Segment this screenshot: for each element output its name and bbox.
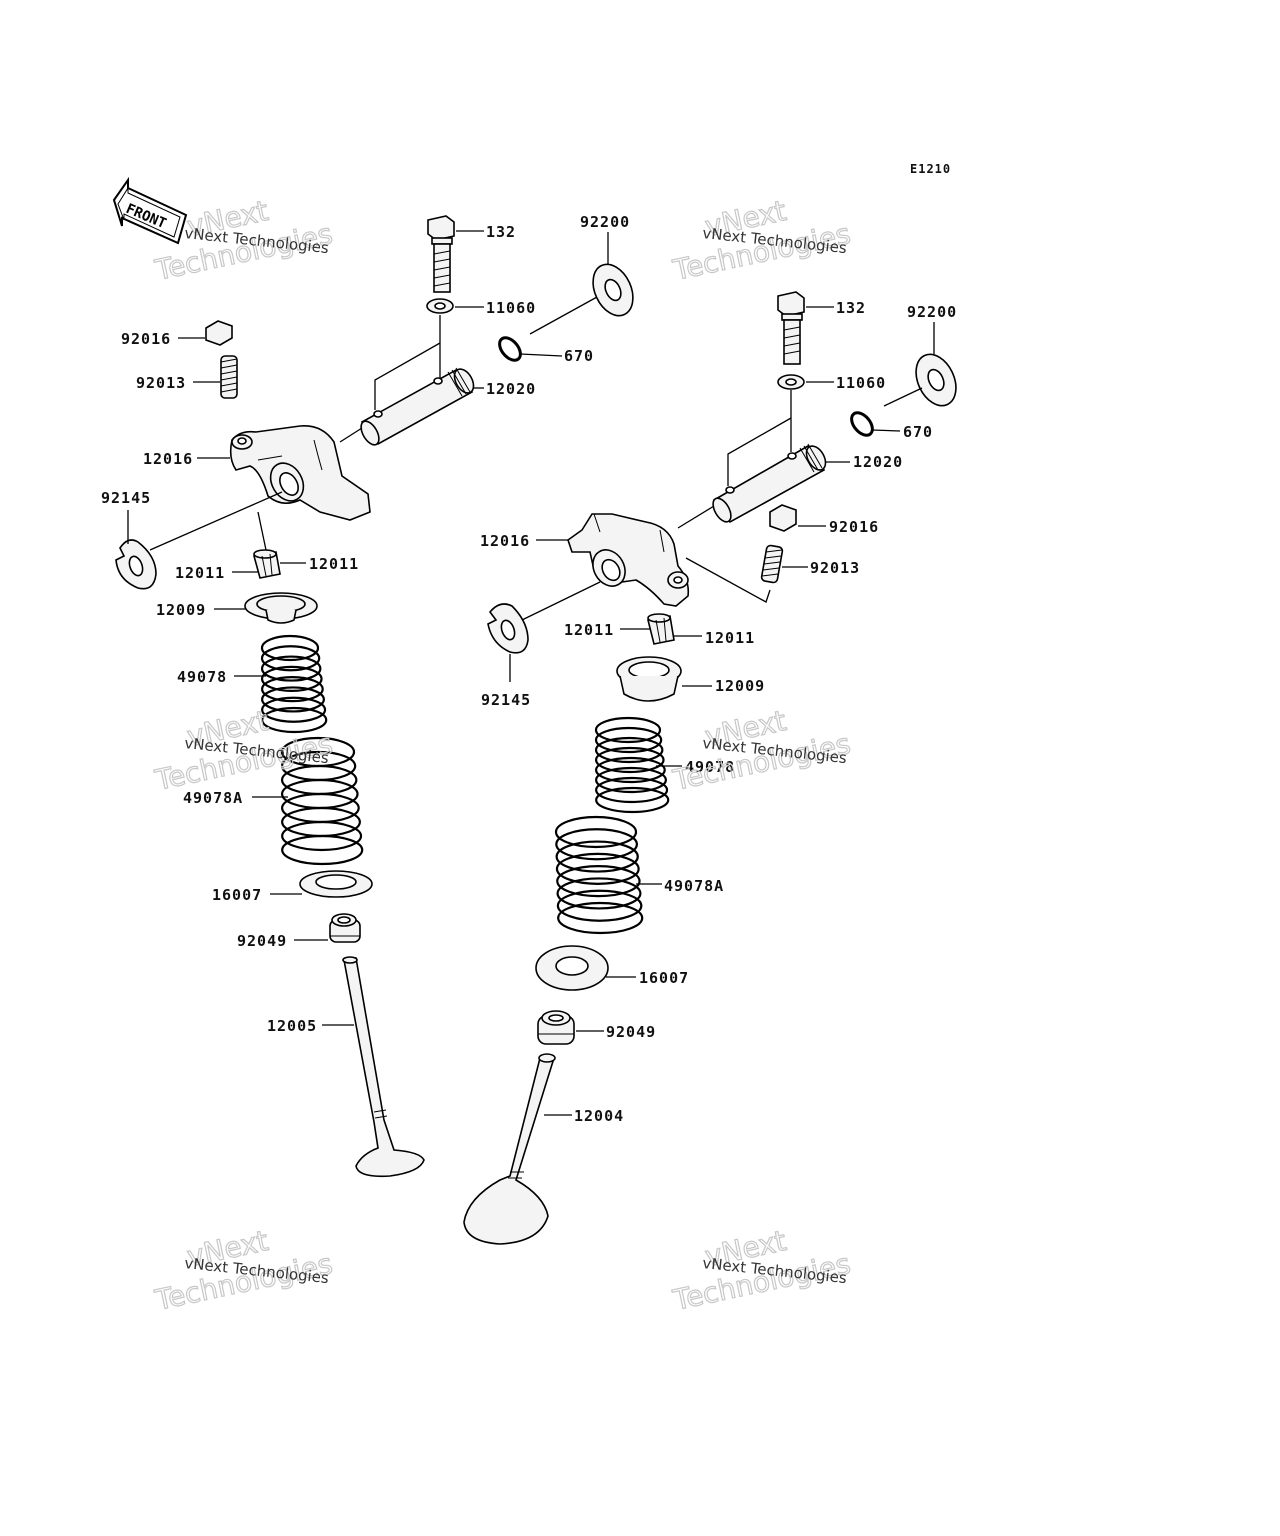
left-outer-spring-49078A [280, 736, 364, 866]
label-left-keeper-b: 12011 [309, 555, 359, 573]
label-right-retainer: 12009 [715, 677, 765, 695]
label-left-bolt: 132 [486, 223, 516, 241]
right-spring-seat-16007 [535, 945, 609, 991]
left-spring-seat-16007 [299, 870, 373, 898]
left-o-ring-670 [498, 336, 522, 362]
left-rocker-arm-12016 [229, 425, 371, 521]
right-adjuster-92013 [760, 544, 784, 584]
label-right-shaft-washer: 92200 [907, 303, 957, 321]
left-keepers-12011 [252, 549, 281, 579]
label-left-outer-spring: 49078A [183, 789, 243, 807]
label-right-rocker-arm: 12016 [480, 532, 530, 550]
label-right-spring-seat: 16007 [639, 969, 689, 987]
label-right-valve: 12004 [574, 1107, 624, 1125]
left-rocker-shaft-12020 [360, 367, 475, 446]
right-valve-seal-92049 [537, 1010, 575, 1045]
left-retainer-12009 [244, 592, 318, 624]
right-rocker-arm-12016 [567, 513, 690, 607]
label-left-rocker-arm: 12016 [143, 450, 193, 468]
right-retainer-12009 [616, 656, 682, 702]
label-right-washer: 11060 [836, 374, 886, 392]
left-part-labels: 132 11060 92200 670 12020 92016 92013 12… [101, 213, 630, 1035]
label-left-shaft: 12020 [486, 380, 536, 398]
right-o-ring-670 [850, 411, 874, 437]
left-nut-92016 [205, 320, 233, 346]
left-inner-spring-49078 [260, 634, 328, 734]
label-left-retainer: 12009 [156, 601, 206, 619]
right-inner-spring-49078 [594, 716, 670, 814]
right-part-labels: 132 11060 92200 670 12020 92016 92013 12… [480, 299, 957, 1125]
label-right-adjuster: 92013 [810, 559, 860, 577]
label-right-keeper-b: 12011 [705, 629, 755, 647]
right-rocker-shaft-12020 [712, 443, 827, 524]
label-left-shaft-washer: 92200 [580, 213, 630, 231]
label-right-valve-seal: 92049 [606, 1023, 656, 1041]
label-left-washer: 11060 [486, 299, 536, 317]
label-right-spacer: 92145 [481, 691, 531, 709]
label-left-adjuster: 92013 [136, 374, 186, 392]
left-adjuster-92013 [220, 355, 238, 399]
label-left-o-ring: 670 [564, 347, 594, 365]
label-right-nut: 92016 [829, 518, 879, 536]
right-valve-12004 [463, 1053, 556, 1245]
front-arrow-icon: FRONT [112, 176, 188, 245]
right-keepers-12011 [647, 613, 675, 645]
label-left-nut: 92016 [121, 330, 171, 348]
left-spacer-92145 [115, 539, 157, 590]
label-left-valve: 12005 [267, 1017, 317, 1035]
label-right-inner-spring: 49078 [685, 758, 735, 776]
right-nut-92016 [769, 504, 797, 532]
right-spacer-92145 [487, 603, 529, 654]
label-right-o-ring: 670 [903, 423, 933, 441]
right-outer-spring-49078A [554, 815, 644, 935]
label-right-keeper-a: 12011 [564, 621, 614, 639]
label-right-shaft: 12020 [853, 453, 903, 471]
label-right-outer-spring: 49078A [664, 877, 724, 895]
left-bolt-132 [427, 215, 455, 293]
label-left-spacer: 92145 [101, 489, 151, 507]
diagram-code: E1210 [910, 162, 951, 176]
right-valve-assembly [463, 291, 957, 1245]
left-valve-seal-92049 [329, 913, 361, 943]
left-valve-assembly [115, 215, 634, 1178]
label-left-spring-seat: 16007 [212, 886, 262, 904]
label-left-keeper-a: 12011 [175, 564, 225, 582]
label-left-valve-seal: 92049 [237, 932, 287, 950]
label-right-bolt: 132 [836, 299, 866, 317]
right-bolt-132 [777, 291, 805, 365]
left-valve-12005 [342, 956, 425, 1178]
label-left-inner-spring: 49078 [177, 668, 227, 686]
